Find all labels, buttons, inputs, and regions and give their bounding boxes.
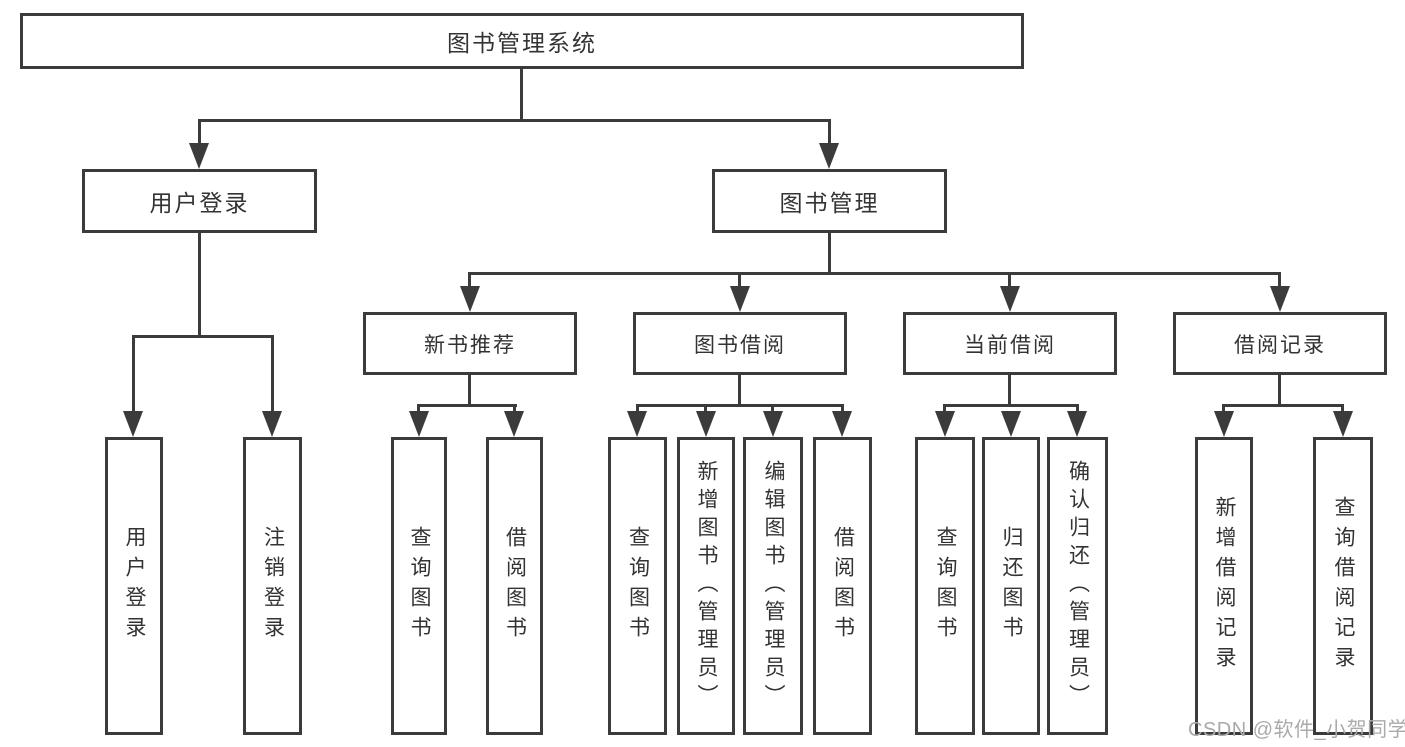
node-current-borrow-label: 当前借阅 [964, 333, 1056, 357]
arrow-down [819, 143, 839, 169]
leaf-bb-query-books: 查询图书 [608, 437, 667, 735]
arrow-down [730, 286, 750, 312]
connector-line [132, 335, 274, 338]
leaf-bb-borrow-books: 借阅图书 [813, 437, 872, 735]
connector-line [132, 335, 135, 415]
leaf-nbr-query-books: 查询图书 [391, 437, 447, 735]
leaf-bb-add-books-admin: 新增图书（管理员） [677, 437, 735, 735]
leaf-br-query-record: 查询借阅记录 [1313, 437, 1373, 735]
leaf-label: 新增图书（管理员） [695, 460, 718, 712]
leaf-label: 确认归还（管理员） [1066, 460, 1090, 712]
arrow-down [504, 411, 524, 437]
node-user-login: 用户登录 [82, 169, 317, 233]
leaf-label: 注销登录 [261, 526, 285, 646]
leaf-label: 查询图书 [626, 526, 650, 646]
arrow-down [262, 411, 282, 437]
leaf-label: 用户登录 [123, 526, 146, 646]
arrow-down [1214, 411, 1234, 437]
arrow-down [1067, 411, 1087, 437]
connector-line [468, 272, 1281, 275]
connector-line [1278, 272, 1281, 290]
node-root: 图书管理系统 [20, 13, 1024, 69]
leaf-cb-query-books: 查询图书 [915, 437, 975, 735]
leaf-cb-confirm-return-admin: 确认归还（管理员） [1047, 437, 1108, 735]
connector-line [1008, 374, 1011, 407]
node-root-label: 图书管理系统 [447, 30, 597, 56]
node-new-book-recommend: 新书推荐 [363, 312, 577, 375]
connector-line [828, 232, 831, 275]
arrow-down [409, 411, 429, 437]
connector-line [1222, 404, 1344, 407]
connector-line [738, 272, 741, 290]
leaf-user-login: 用户登录 [105, 437, 163, 735]
node-book-management: 图书管理 [712, 169, 947, 233]
leaf-br-add-record: 新增借阅记录 [1195, 437, 1253, 735]
connector-line [520, 68, 523, 122]
leaf-label: 查询图书 [934, 526, 957, 646]
node-book-borrow-label: 图书借阅 [694, 333, 786, 357]
leaf-cb-return-books: 归还图书 [982, 437, 1040, 735]
connector-line [468, 272, 471, 290]
arrow-down [696, 411, 716, 437]
csdn-watermark: CSDN @软件_小贺同学 [1188, 719, 1405, 741]
leaf-label: 借阅图书 [503, 526, 527, 646]
connector-line [198, 119, 201, 151]
node-book-management-label: 图书管理 [779, 190, 880, 216]
connector-line [271, 335, 274, 415]
connector-line [943, 404, 1079, 407]
leaf-label: 借阅图书 [831, 526, 855, 646]
arrow-down [123, 411, 143, 437]
arrow-down [460, 286, 480, 312]
arrow-down [832, 411, 852, 437]
leaf-label: 查询图书 [408, 526, 431, 646]
leaf-label: 新增借阅记录 [1213, 496, 1236, 676]
arrow-down [1000, 286, 1020, 312]
arrow-down [1001, 411, 1021, 437]
connector-line [828, 119, 831, 151]
node-borrow-records-label: 借阅记录 [1234, 333, 1326, 357]
arrow-down [935, 411, 955, 437]
leaf-nbr-borrow-books: 借阅图书 [486, 437, 543, 735]
connector-line [198, 232, 201, 338]
connector-line [1008, 272, 1011, 290]
leaf-logout: 注销登录 [243, 437, 302, 735]
leaf-label: 编辑图书（管理员） [762, 460, 785, 712]
node-borrow-records: 借阅记录 [1173, 312, 1387, 375]
arrow-down [1333, 411, 1353, 437]
arrow-down [189, 143, 209, 169]
connector-line [468, 374, 471, 407]
node-new-book-recommend-label: 新书推荐 [424, 333, 516, 357]
arrow-down [627, 411, 647, 437]
connector-line [738, 374, 741, 407]
connector-line [417, 404, 517, 407]
leaf-bb-edit-books-admin: 编辑图书（管理员） [743, 437, 803, 735]
leaf-label: 归还图书 [1000, 526, 1023, 646]
connector-line [1278, 374, 1281, 407]
leaf-label: 查询借阅记录 [1332, 496, 1355, 676]
node-current-borrow: 当前借阅 [903, 312, 1117, 375]
node-user-login-label: 用户登录 [149, 190, 250, 216]
arrow-down [763, 411, 783, 437]
connector-line [636, 404, 844, 407]
arrow-down [1270, 286, 1290, 312]
connector-line [198, 119, 831, 122]
node-book-borrow: 图书借阅 [633, 312, 847, 375]
